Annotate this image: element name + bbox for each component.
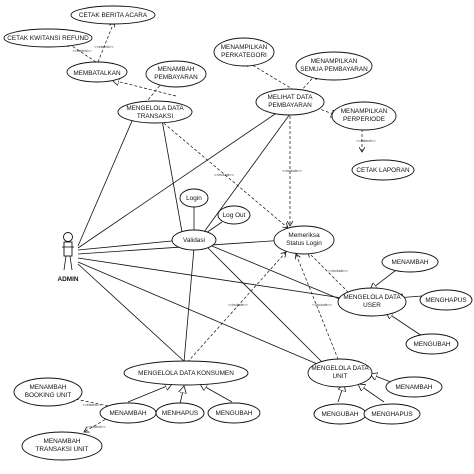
use-case-user-menghapus: MENGHAPUS [419,289,473,311]
use-case-user-menambah: MENAMBAH [381,251,439,273]
actor-label: ADMIN [58,276,79,283]
svg-text:MENAMPILKAN: MENAMPILKAN [221,44,268,51]
stereo-include-5: <<include>> [312,303,332,307]
use-case-konsumen-mengubah: MENGUBAH [207,402,261,424]
svg-text:MENAMBAH: MENAMBAH [392,259,429,266]
svg-text:Login: Login [186,195,202,202]
svg-text:MENAMBAH: MENAMBAH [396,384,433,391]
stereo-extend-4: <<extend>> [82,403,101,407]
use-case-menampilkan-perkategori: MENAMPILKAN PERKATEGORI [213,37,275,67]
use-case-mengelola-data-transaksi: MENGELOLA DATA TRANSAKSI [117,100,193,124]
stereo-include-3: <<include>> [328,269,348,273]
use-case-menambah-transaksi-unit: MENAMBAH TRANSAKSI UNIT [21,431,103,461]
svg-text:BOOKING UNIT: BOOKING UNIT [25,392,72,399]
svg-text:CETAK KWITANSI REFUND: CETAK KWITANSI REFUND [7,35,89,42]
svg-text:MELIHAT DATA: MELIHAT DATA [268,94,314,101]
use-case-unit-menambah: MENAMBAH [385,376,443,398]
stereotype-labels: <<extend>> <<extend>> <<include>> <<incl… [72,45,375,429]
use-case-unit-mengubah: MENGUBAH [313,403,367,425]
svg-text:TRANSAKSI UNIT: TRANSAKSI UNIT [36,446,89,453]
svg-text:MENAMPILKAN: MENAMPILKAN [341,108,388,115]
svg-text:MENGUBAH: MENGUBAH [322,411,359,418]
use-case-logout: Log Out [217,205,251,225]
svg-text:Status Login: Status Login [286,240,322,247]
svg-text:PEMBAYARAN: PEMBAYARAN [154,74,198,81]
use-case-menambah-pembayaran: MENAMBAH PEMBAYARAN [145,60,207,88]
svg-text:MENAMBAH: MENAMBAH [110,410,147,417]
svg-text:Log Out: Log Out [223,212,246,219]
use-case-mengelola-data-konsumen: MENGELOLA DATA KONSUMEN [123,360,249,386]
svg-text:MENGUBAH: MENGUBAH [414,341,451,348]
use-case-konsumen-menghapus: MENHAPUS [155,402,205,424]
use-case-menampilkan-semua-pembayaran: MENAMPILKAN SEMUA PEMBAYARAN [295,51,373,81]
use-case-mengelola-data-unit: MENGELOLA DATA UNIT [307,358,373,388]
svg-text:Validasi: Validasi [183,237,205,244]
stereo-extend-3: <<extend>> [356,139,375,143]
svg-text:Memeriksa: Memeriksa [288,232,320,239]
actor-admin: ADMIN [58,232,79,283]
use-case-user-mengubah: MENGUBAH [405,333,459,355]
use-case-menampilkan-perperiode: MENAMPILKAN PERPERIODE [331,101,397,131]
use-case-unit-menghapus: MENGHAPUS [363,403,421,425]
use-case-memeriksa-status-login: Memeriksa Status Login [273,225,335,255]
svg-text:MENGHAPUS: MENGHAPUS [371,411,412,418]
use-case-cetak-berita-acara: CETAK BERITA ACARA [70,5,156,25]
svg-text:TRANSAKSI: TRANSAKSI [137,113,173,120]
stereo-extend-2: <<extend>> [72,49,91,53]
svg-text:MENGELOLA DATA: MENGELOLA DATA [343,294,401,301]
svg-text:CETAK BERITA ACARA: CETAK BERITA ACARA [79,12,148,19]
stereo-include-1: <<include>> [214,173,234,177]
svg-text:MENGELOLA DATA: MENGELOLA DATA [126,105,184,112]
stereo-extend-5: <<extend>> [86,425,105,429]
svg-text:SEMUA PEMBAYARAN: SEMUA PEMBAYARAN [300,66,368,73]
svg-text:MENGHAPUS: MENGHAPUS [425,297,466,304]
svg-text:MENAMBAH: MENAMBAH [30,384,67,391]
stereo-include-4: <<include>> [228,303,248,307]
use-case-membatalkan: MEMBATALKAN [66,61,128,83]
svg-text:MENAMPILKAN: MENAMPILKAN [311,58,358,65]
use-case-mengelola-data-user: MENGELOLA DATA USER [337,287,407,317]
stereo-include-2: <<include>> [282,169,302,173]
svg-text:PERPERIODE: PERPERIODE [343,116,385,123]
use-case-login: Login [179,188,209,208]
actor-associations [77,111,343,367]
svg-text:MENAMBAH: MENAMBAH [158,66,195,73]
svg-text:MENGUBAH: MENGUBAH [216,410,253,417]
svg-text:MENGELOLA DATA KONSUMEN: MENGELOLA DATA KONSUMEN [138,370,234,377]
use-case-melihat-data-pembayaran: MELIHAT DATA PEMBAYARAN [255,88,325,116]
stereo-extend-1: <<extend>> [94,45,113,49]
use-case-menambah-booking-unit: MENAMBAH BOOKING UNIT [13,377,83,407]
svg-text:MENAMBAH: MENAMBAH [44,438,81,445]
svg-text:PERKATEGORI: PERKATEGORI [221,52,267,59]
svg-text:CETAK LAPORAN: CETAK LAPORAN [356,167,410,174]
svg-text:USER: USER [363,302,381,309]
svg-text:UNIT: UNIT [333,373,348,380]
use-case-validasi: Validasi [171,229,217,251]
svg-text:MEMBATALKAN: MEMBATALKAN [73,70,121,77]
generalization-lines [127,263,423,405]
use-case-konsumen-menambah: MENAMBAH [99,402,157,424]
svg-text:MENHAPUS: MENHAPUS [162,410,198,417]
use-case-cetak-kwitansi-refund: CETAK KWITANSI REFUND [3,28,93,48]
svg-text:PEMBAYARAN: PEMBAYARAN [268,102,312,109]
use-case-cetak-laporan: CETAK LAPORAN [351,159,415,181]
svg-text:MENGELOLA DATA: MENGELOLA DATA [311,365,369,372]
